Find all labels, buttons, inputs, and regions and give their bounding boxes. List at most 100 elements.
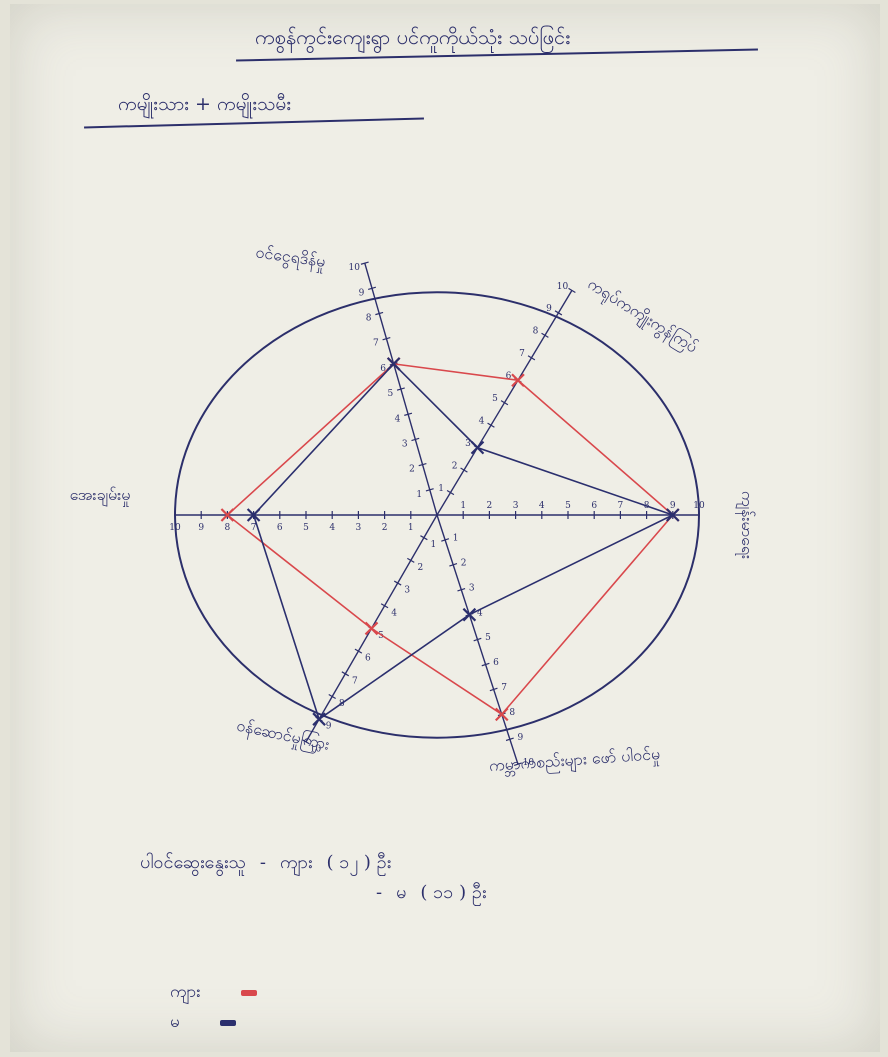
axis-tick-label-3-9: 9 [517,733,523,743]
axis-tick-3-9 [505,737,514,742]
axis-tick-label-0-1: 1 [416,490,422,500]
axis-tick-4-1 [420,535,428,541]
axis-tick-0-3 [411,437,420,442]
axis-tick-1-10 [568,287,576,293]
series-point-1-5 [246,508,261,522]
series-point-0-4 [364,621,379,636]
axis-tick-label-4-6: 6 [365,654,371,664]
axis-tick-label-4-5: 5 [378,631,384,641]
axis-tick-label-4-4: 4 [391,608,397,618]
series-point-1-2 [666,508,680,522]
axis-tick-label-5-5: 5 [303,523,309,533]
axis-tick-0-5 [396,387,405,391]
axis-tick-3-2 [449,563,458,567]
axis-tick-label-5-6: 6 [277,523,283,533]
axis-tick-label-2-6: 6 [591,501,597,511]
totals-row-male: ပါဝင်ဆွေးနွေးသူ - ကျား ( ၁၂ ) ဦး [140,848,486,878]
totals-label: ပါဝင်ဆွေးနွေးသူ [140,852,246,873]
axis-tick-label-5-7: 7 [251,523,257,533]
axis-tick-label-1-8: 8 [533,327,539,337]
axis-tick-label-4-2: 2 [417,563,423,573]
axis-tick-0-9 [367,286,377,291]
legend-label-male: ကျား [170,981,201,1002]
axis-tick-label-5-1: 1 [408,523,414,533]
series-point-1-0 [386,357,401,371]
axis-tick-3-10 [513,762,522,766]
axis-tick-label-3-1: 1 [453,534,459,544]
axis-tick-label-2-5: 5 [565,501,571,511]
axis-tick-0-4 [404,412,413,416]
totals-count-male: ( ၁၂ ) ဦး [326,852,392,873]
axis-tick-4-2 [407,557,415,563]
axis-tick-4-7 [341,671,350,677]
series-line-0 [226,363,674,716]
axis-tick-0-7 [382,337,391,341]
axis-label-1: ကရုပ်ကကျိုးကွန်ကြပ် [583,274,701,359]
series-point-1-4 [312,712,326,726]
legend-swatch-male [240,990,257,996]
axis-label-2: ကျန်းမာရေး [735,491,757,559]
axis-tick-label-3-4: 4 [477,608,483,618]
axis-tick-label-5-8: 8 [225,523,231,533]
axis-tick-label-4-3: 3 [404,586,410,596]
axis-tick-4-6 [354,648,363,654]
axis-tick-label-0-9: 9 [359,288,365,298]
axis-tick-1-9 [554,310,563,316]
axis-label-0: ဝင်ငွေရဒိန်မှု [254,242,327,274]
axis-tick-label-5-2: 2 [382,523,388,533]
participant-totals: ပါဝင်ဆွေးနွေးသူ - ကျား ( ၁၂ ) ဦး - မ ( ၁… [140,848,486,908]
legend-item-female: မ [170,1008,257,1038]
axis-tick-label-1-2: 2 [452,461,458,471]
axis-tick-label-0-6: 6 [380,364,386,374]
legend-item-male: ကျား [170,978,257,1008]
axis-tick-1-7 [527,355,536,361]
axis-tick-label-2-9: 9 [670,501,676,511]
axis-tick-label-3-2: 2 [461,558,467,568]
totals-group-female: မ [396,882,407,903]
axis-tick-3-6 [481,662,490,667]
axis-tick-label-5-10: 10 [169,523,181,533]
axis-tick-1-1 [446,489,455,496]
axis-tick-label-1-4: 4 [479,417,485,427]
axis-tick-label-3-10: 10 [523,758,535,768]
series-point-0-1 [511,373,525,388]
axis-tick-label-4-1: 1 [431,540,437,550]
axis-tick-0-8 [375,311,384,316]
axis-tick-4-4 [380,603,389,609]
axis-tick-label-5-4: 4 [329,523,335,533]
axis-tick-label-0-10: 10 [348,263,360,273]
legend-label-female: မ [170,1011,180,1032]
axis-tick-label-2-2: 2 [487,501,493,511]
axis-tick-label-2-7: 7 [618,501,624,511]
axis-tick-label-4-7: 7 [352,676,358,686]
chart-legend: ကျား မ [170,978,257,1038]
axis-tick-label-4-9: 9 [326,722,332,732]
axis-tick-label-1-3: 3 [465,439,471,449]
totals-group-male: ကျား [280,852,313,873]
series-point-0-5 [220,508,235,522]
axis-tick-label-4-10: 10 [310,744,322,754]
axis-tick-1-2 [460,467,468,473]
axis-tick-3-5 [473,637,482,642]
axis-tick-label-1-9: 9 [546,304,552,314]
axis-tick-label-3-8: 8 [509,708,515,718]
axis-tick-3-7 [489,687,498,692]
totals-count-female: ( ၁၁ ) ဦး [420,882,487,903]
axis-tick-label-0-4: 4 [395,414,401,424]
series-point-1-3 [462,607,477,622]
axis-tick-label-1-1: 1 [438,484,444,494]
axis-tick-label-3-6: 6 [493,658,499,668]
axis-tick-4-3 [393,580,402,586]
axis-tick-label-0-3: 3 [402,439,408,449]
series-point-0-3 [494,707,509,722]
axis-tick-label-3-7: 7 [501,683,507,693]
axis-tick-1-4 [487,422,495,428]
axis-tick-1-5 [500,400,509,406]
page-subtitle: ကမျိုးသား + ကမျိုးသမီး [118,93,292,115]
axis-label-5: အေးချမ်းမှု [70,485,131,507]
axis-tick-label-2-10: 10 [693,501,705,511]
axis-tick-4-8 [328,693,336,700]
axis-tick-label-2-4: 4 [539,501,545,511]
series-point-1-1 [470,440,485,455]
